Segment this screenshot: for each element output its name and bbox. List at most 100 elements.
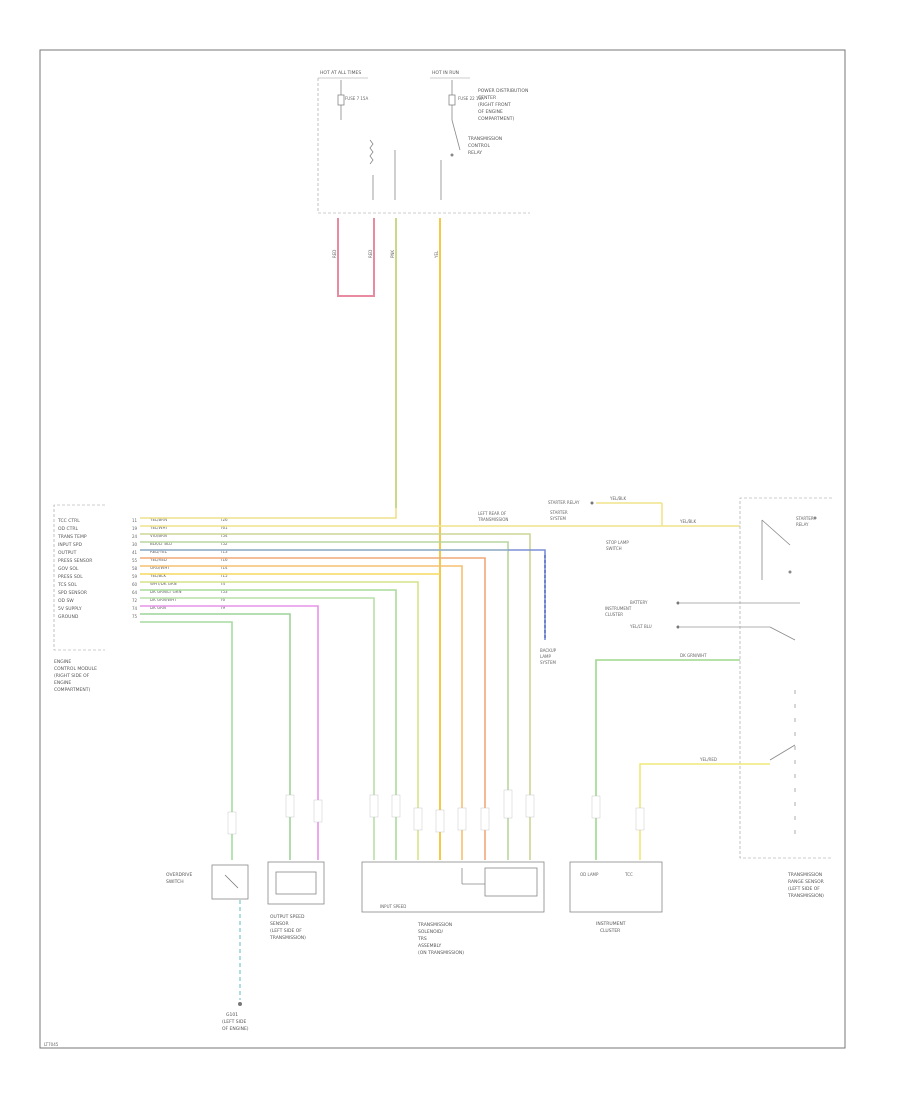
starter-area: STARTER RELAY YEL/BLK STARTER SYSTEM YEL… <box>540 496 697 665</box>
pcm-wire-9: DK GRN/LT GRN <box>150 589 181 594</box>
pcm-pin-name-5: PRESS SENSOR <box>58 558 92 564</box>
pcm-code-5: T16 <box>219 557 228 562</box>
pcm-pin-num-7: 59 <box>132 574 138 579</box>
lamp-switch-icon <box>769 626 796 641</box>
starter-relay-label-2: RELAY <box>796 522 809 527</box>
pcm-pin-num-0: 11 <box>132 518 138 523</box>
conn-label-1: TRANSMISSION <box>477 517 508 522</box>
stop-lamp-line-0: STOP LAMP <box>606 540 629 545</box>
pcm-pin-num-1: 19 <box>132 526 138 531</box>
pdc-line-0: POWER DISTRIBUTION <box>478 88 528 94</box>
cluster-pin-0: OD LAMP <box>580 872 599 877</box>
output-speed-line-2: (LEFT SIDE OF <box>270 928 302 934</box>
range-switch-line-2: (LEFT SIDE OF <box>788 886 820 892</box>
pcm-wire-4: RED/YEL <box>150 549 168 554</box>
pdc-box: HOT AT ALL TIMES HOT IN RUN FUSE 7 15A F… <box>317 70 530 214</box>
pcm-title-3: ENGINE <box>54 680 71 686</box>
starter-line-0: STARTER <box>550 510 568 515</box>
backup-line-0: BACKUP <box>540 648 557 653</box>
pcm-wire-11: DK GRN <box>150 605 166 610</box>
pcm-pin-num-5: 55 <box>132 558 138 563</box>
pcm-wire-2: VIO/BRN <box>150 533 167 538</box>
top-wires: RED RED PNK YEL <box>332 218 441 860</box>
ground-line-2: OF ENGINE) <box>222 1026 249 1032</box>
relay-switch-icon <box>451 119 461 151</box>
fuse-left-label: FUSE 7 15A <box>345 96 368 101</box>
relay-line-0: TRANSMISSION <box>467 136 502 142</box>
solenoid-line-4: (ON TRANSMISSION) <box>418 950 464 956</box>
tcc-wire-label: YEL/RED <box>699 757 717 762</box>
cluster-wires: DK GRN/WHT YEL/RED <box>595 653 770 860</box>
pcm-code-6: T14 <box>219 565 228 570</box>
pcm-title-4: COMPARTMENT) <box>54 687 90 693</box>
pcm-wire-1: YEL/WHT <box>149 525 169 530</box>
top-wire-code-3: YEL <box>434 250 439 259</box>
pcm-pin-name-2: TRANS TEMP <box>57 534 87 540</box>
pcm-pin-name-3: INPUT SPD <box>58 542 82 548</box>
pcm-title-2: (RIGHT SIDE OF <box>54 673 90 679</box>
pcm-code-8: T4 <box>219 581 225 586</box>
overdrive-switch-icon <box>224 874 239 889</box>
top-wire-code-2: PNK <box>390 250 395 258</box>
pcm-box: TCC CTRL OD CTRL TRANS TEMP INPUT SPD OU… <box>53 504 228 693</box>
wire-red-loop <box>337 218 375 297</box>
pcm-pin-num-6: 58 <box>132 566 138 571</box>
pcm-code-1: T61 <box>219 525 228 530</box>
pcm-code-11: T9 <box>219 605 225 610</box>
pcm-pin-name-6: GOV SOL <box>58 566 79 572</box>
pcm-wires <box>140 508 740 860</box>
stop-lamp-line-1: SWITCH <box>606 546 622 551</box>
pcm-code-0: T26 <box>219 517 228 522</box>
backup-line-2: SYSTEM <box>540 660 556 665</box>
pcm-pin-name-10: OD SW <box>58 598 74 604</box>
vertical-wire-tags <box>227 789 645 835</box>
pdc-line-2: (RIGHT FRONT <box>478 102 511 108</box>
conn-label-0: LEFT REAR OF <box>478 511 507 516</box>
top-wire-code-1: RED <box>368 250 373 258</box>
pcm-pin-list: TCC CTRL OD CTRL TRANS TEMP INPUT SPD OU… <box>57 518 92 620</box>
fuse-right-label: FUSE 22 10A <box>458 96 484 101</box>
pcm-code-4: T13 <box>219 549 228 554</box>
pcm-title-1: CONTROL MODULE <box>54 666 97 672</box>
diagram-frame <box>39 49 846 1049</box>
pcm-pin-num-12: 75 <box>132 614 138 619</box>
backup-line-1: LAMP <box>540 654 552 659</box>
stop-wire-label: YEL/BLK <box>609 496 627 501</box>
pcm-code-10: T6 <box>219 597 225 602</box>
relay-coil-icon <box>369 139 374 165</box>
solenoid-inner-label: INPUT SPEED <box>380 904 406 909</box>
pcm-wire-6: ORG/WHT <box>150 565 170 570</box>
pcm-pin-name-9: SPD SENSOR <box>58 590 87 596</box>
output-speed-line-3: TRANSMISSION) <box>269 935 306 941</box>
lamp-wire-label: YEL/LT BLU <box>629 624 652 629</box>
sensor-body-icon <box>275 871 317 895</box>
range-switch-line-1: RANGE SENSOR <box>788 879 824 885</box>
transmission-solenoid: INPUT SPEED TRANSMISSION SOLENOID/ TRS A… <box>361 861 545 956</box>
pcm-wire-labels: YEL/BRN YEL/WHT VIO/BRN BLK/LT BLU RED/Y… <box>149 517 228 610</box>
pcm-code-2: T54 <box>219 533 228 538</box>
pcm-pin-name-4: OUTPUT <box>58 550 77 556</box>
pcm-wire-3: BLK/LT BLU <box>150 541 172 546</box>
pcm-pin-num-8: 60 <box>132 582 138 587</box>
pcm-pin-num-11: 74 <box>132 606 138 611</box>
ground-line-1: (LEFT SIDE <box>222 1019 246 1025</box>
pcm-pin-numbers: 11 19 24 30 41 55 58 59 60 64 72 74 75 <box>132 518 138 619</box>
solenoid-line-3: ASSEMBLY <box>418 943 442 949</box>
pcm-wire-0: YEL/BRN <box>149 517 167 522</box>
range-switch-contact-icon <box>761 519 791 546</box>
connector-label: LEFT REAR OF TRANSMISSION <box>477 511 508 522</box>
pcm-pin-name-11: 5V SUPPLY <box>58 606 82 612</box>
output-speed-line-0: OUTPUT SPEED <box>270 914 305 920</box>
fuse-right-icon <box>448 94 456 106</box>
instrument-cluster: OD LAMP TCC INSTRUMENT CLUSTER <box>569 861 663 934</box>
pcm-wire-10: DK GRN/WHT <box>150 597 177 602</box>
solenoid-line-2: TRS <box>417 936 427 942</box>
ground-line-0: G101 <box>226 1012 238 1018</box>
pcm-code-3: T52 <box>219 541 228 546</box>
fuse-left-icon <box>337 94 345 106</box>
inst-right-1: CLUSTER <box>605 612 623 617</box>
pcm-title-0: ENGINE <box>54 659 71 665</box>
inst-right-0: INSTRUMENT <box>605 606 632 611</box>
pcm-code-9: T53 <box>219 589 228 594</box>
